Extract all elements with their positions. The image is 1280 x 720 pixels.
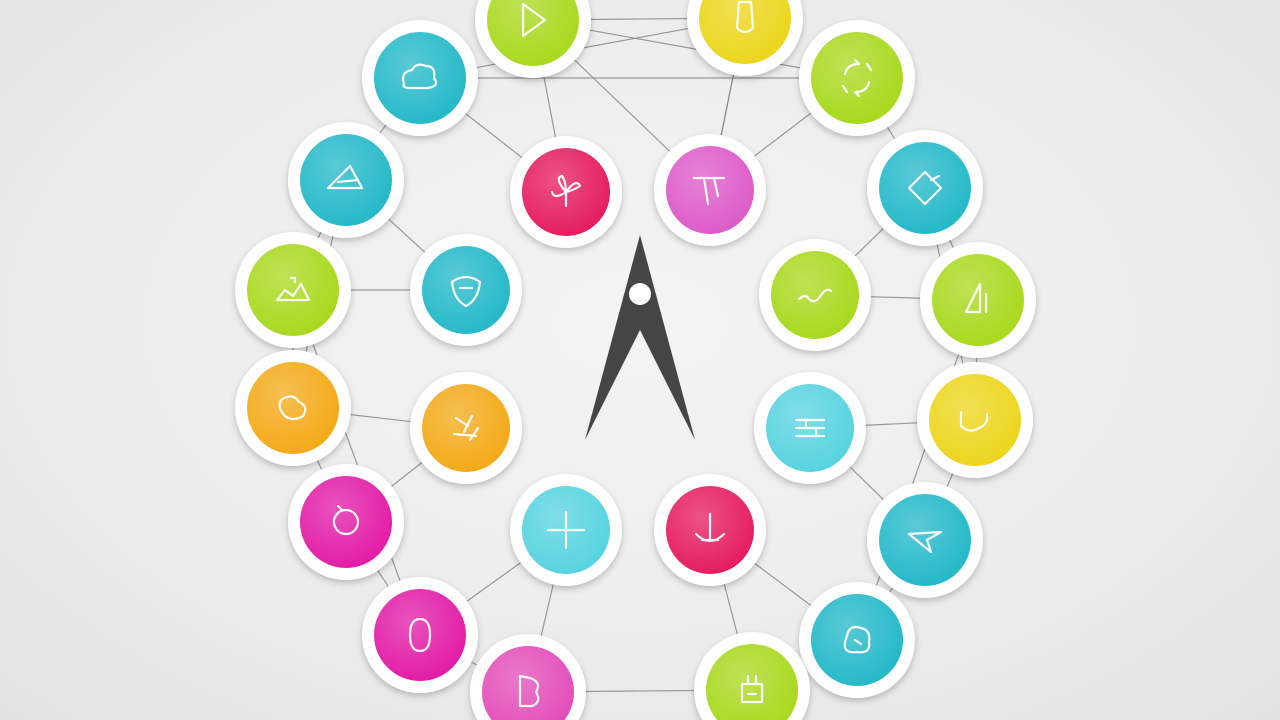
button-shine bbox=[929, 374, 1021, 466]
button-shine bbox=[300, 134, 392, 226]
button-shine bbox=[666, 146, 754, 234]
icon-buttons bbox=[235, 0, 1036, 720]
cloud-icon bbox=[401, 63, 438, 90]
outer-bottom-b-button[interactable] bbox=[694, 632, 810, 720]
outer-left-3-button[interactable] bbox=[235, 232, 351, 348]
button-shine bbox=[811, 32, 903, 124]
button-shine bbox=[247, 362, 339, 454]
zero-icon bbox=[408, 617, 432, 653]
inner-bottom-left-button[interactable] bbox=[510, 474, 622, 586]
compass-arrow-icon bbox=[585, 235, 695, 440]
button-shine bbox=[487, 0, 579, 66]
outer-bottom-left-1-button[interactable] bbox=[362, 577, 478, 693]
blob-icon bbox=[843, 625, 871, 654]
button-shine bbox=[771, 251, 859, 339]
recycle-icon bbox=[841, 58, 873, 98]
outer-right-2-button[interactable] bbox=[867, 130, 983, 246]
outer-top-a-button[interactable] bbox=[475, 0, 591, 78]
button-shine bbox=[374, 589, 466, 681]
hook-icon bbox=[959, 410, 989, 432]
outer-top-b-button[interactable] bbox=[687, 0, 803, 76]
diamond-tag-icon bbox=[907, 170, 943, 206]
button-shine bbox=[422, 246, 510, 334]
splash-icon bbox=[278, 395, 307, 421]
pen-icon bbox=[692, 176, 726, 206]
outer-right-5-button[interactable] bbox=[867, 482, 983, 598]
sail-icon bbox=[964, 282, 988, 314]
plus-icon bbox=[546, 510, 586, 550]
inner-right-2-button[interactable] bbox=[754, 372, 866, 484]
button-shine bbox=[879, 142, 971, 234]
inner-bottom-right-button[interactable] bbox=[654, 474, 766, 586]
inner-right-1-button[interactable] bbox=[759, 239, 871, 351]
anchor-icon bbox=[694, 512, 726, 543]
outer-left-4-button[interactable] bbox=[235, 350, 351, 466]
arrow-flag-icon bbox=[907, 530, 943, 554]
button-shine bbox=[482, 646, 574, 720]
outer-right-4-button[interactable] bbox=[917, 362, 1033, 478]
check-wave-icon bbox=[797, 288, 833, 303]
scatter-icon bbox=[452, 414, 480, 442]
button-shine bbox=[300, 476, 392, 568]
button-shine bbox=[374, 32, 466, 124]
connector-line bbox=[856, 299, 979, 641]
button-shine bbox=[247, 244, 339, 336]
outer-left-5-button[interactable] bbox=[288, 464, 404, 580]
outer-left-2-button[interactable] bbox=[288, 122, 404, 238]
landscape-icon bbox=[275, 276, 311, 302]
outer-top-left-1-button[interactable] bbox=[362, 20, 478, 136]
inner-left-2-button[interactable] bbox=[410, 372, 522, 484]
button-shine bbox=[811, 594, 903, 686]
shield-icon bbox=[450, 275, 482, 308]
outer-bottom-a-button[interactable] bbox=[470, 634, 586, 720]
outer-bottom-right-1-button[interactable] bbox=[799, 582, 915, 698]
button-shine bbox=[706, 644, 798, 720]
connector-line bbox=[292, 289, 421, 636]
bricks-icon bbox=[794, 418, 826, 438]
outer-right-3-button[interactable] bbox=[920, 242, 1036, 358]
inner-top-left-button[interactable] bbox=[510, 136, 622, 248]
button-shine bbox=[932, 254, 1024, 346]
inner-top-right-button[interactable] bbox=[654, 134, 766, 246]
capsule-icon bbox=[735, 0, 755, 34]
outer-top-right-1-button[interactable] bbox=[799, 20, 915, 136]
triangle-play-icon bbox=[521, 2, 547, 38]
circle-icon bbox=[332, 504, 360, 536]
flower-icon bbox=[550, 174, 582, 208]
inner-left-1-button[interactable] bbox=[410, 234, 522, 346]
button-shine bbox=[879, 494, 971, 586]
letter-b-icon bbox=[518, 674, 540, 708]
triangle-arrow-icon bbox=[326, 164, 364, 190]
robot-icon bbox=[740, 674, 764, 704]
